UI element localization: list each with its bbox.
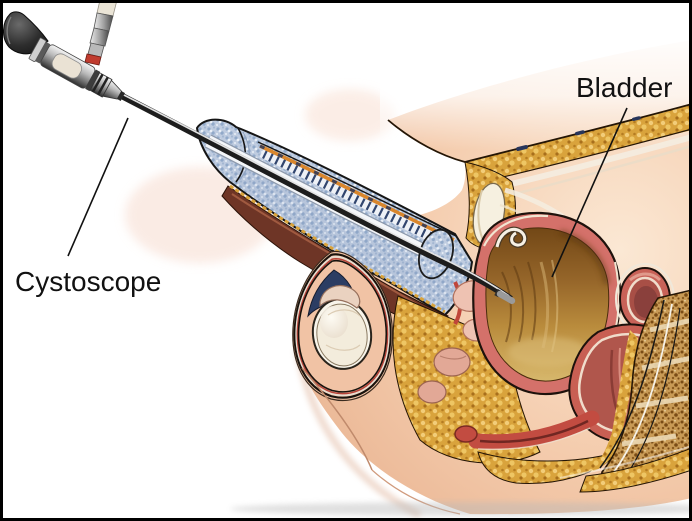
ground-shadow — [230, 502, 692, 516]
scope-label-window — [51, 53, 82, 79]
urine-pool-highlight — [508, 337, 588, 367]
sacrum-ligaments — [599, 299, 681, 477]
bladder-rugae — [501, 261, 537, 343]
vas-deferens — [494, 226, 528, 248]
label-bladder: Bladder — [576, 72, 673, 103]
anal-canal — [454, 410, 600, 451]
sacrum-segments — [621, 317, 692, 447]
ventral-fat-line — [229, 184, 446, 314]
sacrum-bone — [559, 289, 692, 493]
cystoscope-shaft — [118, 92, 513, 302]
epididymis — [319, 285, 361, 309]
erectile-shading — [230, 162, 458, 310]
testis-highlight — [320, 306, 348, 338]
fat-band-vessels — [516, 116, 641, 151]
cystoscope-body — [28, 37, 126, 101]
light-post-red-ring — [84, 53, 102, 66]
thigh-crease — [301, 367, 373, 471]
background-pink-wash-2 — [305, 89, 395, 141]
annotations: Cystoscope Bladder — [15, 72, 673, 297]
scrotum — [292, 250, 394, 402]
septum-highlight — [231, 193, 441, 319]
shaft-highlight — [118, 91, 510, 297]
cystoscope-light-post — [84, 0, 118, 66]
cystoscope-tip — [496, 290, 516, 304]
testis-texture — [325, 309, 361, 351]
leader-line-cystoscope — [67, 117, 129, 257]
cystoscope — [3, 0, 516, 304]
pelvic-floor-muscles — [417, 347, 471, 404]
leader-line-bladder — [551, 107, 628, 278]
label-cystoscope: Cystoscope — [15, 266, 161, 297]
